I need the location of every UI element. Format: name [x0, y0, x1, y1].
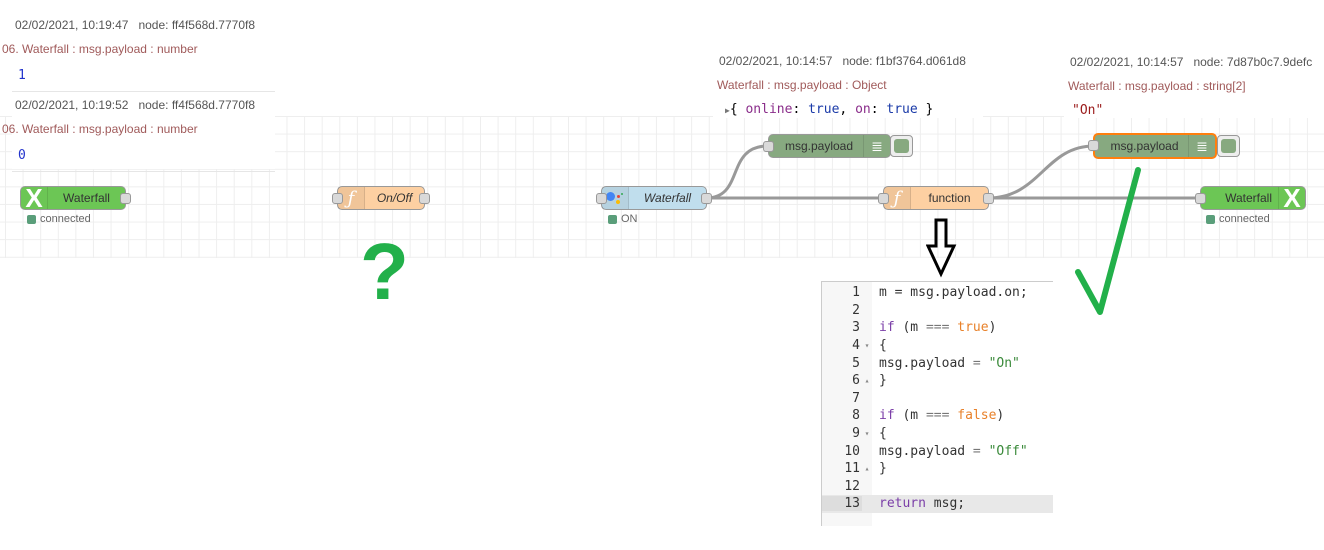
input-port[interactable] [878, 193, 889, 204]
code-line[interactable]: 9▾{ [852, 426, 887, 442]
debug-message: 02/02/2021, 10:19:47 node: ff4f568d.7770… [2, 12, 275, 92]
input-port[interactable] [1088, 140, 1099, 151]
x-icon: X [21, 183, 48, 213]
debug-timestamp: 02/02/2021, 10:14:57 [719, 54, 833, 68]
google-home-node[interactable]: Waterfall [596, 186, 712, 210]
debug-timestamp: 02/02/2021, 10:19:52 [15, 98, 129, 112]
debug-object-value[interactable]: ▶{ online: true, on: true } [725, 102, 934, 117]
input-port[interactable] [596, 193, 607, 204]
debug-toggle-button[interactable] [890, 135, 913, 157]
debug-node[interactable]: msg.payload ≣ [763, 134, 891, 158]
debug-message: 02/02/2021, 10:14:57 node: f1bf3764.d061… [713, 48, 983, 118]
debug-toggle-button[interactable] [1217, 135, 1240, 157]
input-port[interactable] [1195, 193, 1206, 204]
function-node[interactable]: ƒ function [878, 186, 994, 210]
debug-node-id[interactable]: node: ff4f568d.7770f8 [138, 18, 256, 32]
wire[interactable] [705, 144, 769, 200]
debug-node-id[interactable]: node: f1bf3764.d061d8 [842, 54, 966, 68]
node-status: connected [27, 213, 91, 225]
output-port[interactable] [120, 193, 131, 204]
input-port[interactable] [763, 141, 774, 152]
code-line[interactable]: 6▴} [852, 373, 887, 389]
line-gutter [822, 282, 872, 526]
checkmark-icon [1075, 167, 1141, 315]
x-icon: X [1278, 183, 1305, 213]
wire[interactable] [987, 144, 1095, 200]
code-line[interactable]: 4▾{ [852, 338, 887, 354]
debug-topic: 06. Waterfall : msg.payload : number [2, 42, 198, 56]
debug-value: 0 [18, 148, 26, 163]
code-line[interactable]: 2 [852, 302, 860, 318]
fold-toggle-icon[interactable]: ▴ [864, 376, 870, 386]
code-line[interactable]: 11▴} [844, 461, 887, 477]
fold-toggle-icon[interactable]: ▴ [864, 464, 870, 474]
onoff-function-node[interactable]: ƒ On/Off [332, 186, 430, 210]
google-assistant-icon [602, 187, 629, 209]
debug-message: 02/02/2021, 10:14:57 node: 7d87b0c7.9def… [1064, 48, 1324, 118]
debug-value: "On" [1072, 103, 1104, 118]
function-icon: ƒ [884, 187, 911, 209]
node-status: connected [1206, 213, 1270, 225]
function-icon: ƒ [338, 187, 365, 209]
debug-message: 02/02/2021, 10:19:52 node: ff4f568d.7770… [2, 92, 275, 172]
expand-caret-icon[interactable]: ▶ [725, 106, 730, 115]
fold-toggle-icon[interactable]: ▾ [864, 429, 870, 439]
fold-toggle-icon[interactable]: ▾ [864, 341, 870, 351]
debug-topic: Waterfall : msg.payload : string[2] [1068, 79, 1246, 93]
input-port[interactable] [332, 193, 343, 204]
debug-node-selected[interactable]: msg.payload ≣ [1088, 133, 1217, 159]
debug-topic: 06. Waterfall : msg.payload : number [2, 122, 198, 136]
debug-value: 1 [18, 68, 26, 83]
code-line[interactable]: 12 [844, 478, 860, 494]
down-arrow-icon [926, 218, 957, 278]
waterfall-in-node[interactable]: X Waterfall [20, 183, 131, 213]
debug-list-icon: ≣ [863, 135, 890, 157]
waterfall-out-node[interactable]: Waterfall X [1195, 183, 1306, 213]
debug-node-id[interactable]: node: 7d87b0c7.9defc [1193, 55, 1313, 69]
debug-topic: Waterfall : msg.payload : Object [717, 78, 887, 92]
debug-list-icon: ≣ [1188, 135, 1215, 157]
node-status: ON [608, 213, 638, 225]
question-mark-annotation: ? [360, 227, 409, 316]
debug-node-id[interactable]: node: ff4f568d.7770f8 [138, 98, 256, 112]
debug-timestamp: 02/02/2021, 10:19:47 [15, 18, 129, 32]
code-line[interactable]: 7 [852, 390, 860, 406]
debug-timestamp: 02/02/2021, 10:14:57 [1070, 55, 1184, 69]
output-port[interactable] [983, 193, 994, 204]
output-port[interactable] [419, 193, 430, 204]
output-port[interactable] [701, 193, 712, 204]
